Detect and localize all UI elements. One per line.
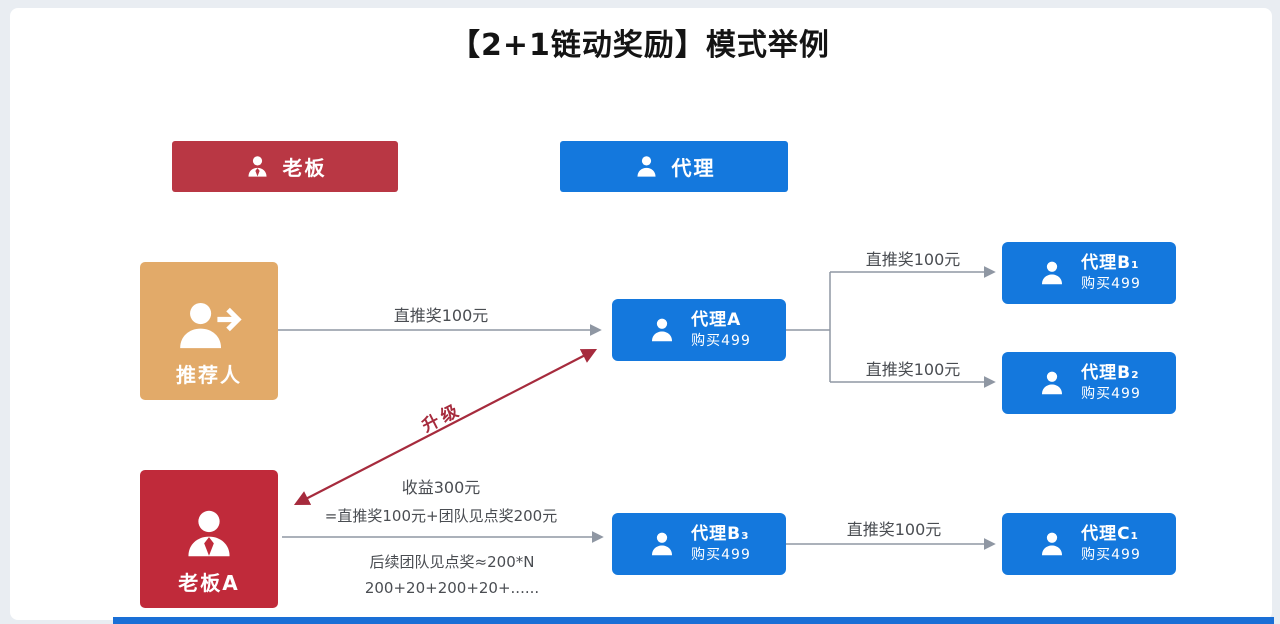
node-agent-a-title: 代理A (691, 309, 742, 330)
node-agent-b2: 代理B₂ 购买499 (1002, 352, 1176, 414)
boss-icon (178, 505, 240, 563)
node-agent-b1: 代理B₁ 购买499 (1002, 242, 1176, 304)
node-agent-a-subtitle: 购买499 (691, 332, 751, 349)
diagram-title: 【2+1链动奖励】模式举例 (450, 28, 830, 63)
node-agent-c1-title: 代理C₁ (1081, 523, 1140, 544)
edge-label-boss-income-1: 收益300元 (401, 478, 481, 497)
node-boss-a-label: 老板A (178, 571, 240, 595)
boss-icon (244, 153, 271, 180)
legend-boss-label: 老板 (282, 156, 327, 180)
node-agent-c1-subtitle: 购买499 (1081, 546, 1141, 563)
agent-icon (1037, 529, 1067, 559)
node-agent-b3-title: 代理B₃ (691, 523, 750, 544)
referrer-icon (173, 297, 245, 355)
legend-agent-label: 代理 (671, 156, 716, 180)
agent-icon (1037, 368, 1067, 398)
node-agent-c1: 代理C₁ 购买499 (1002, 513, 1176, 575)
edge-label-boss-followup-2: 200+20+200+20+...... (364, 579, 540, 597)
node-agent-b2-title: 代理B₂ (1081, 362, 1140, 383)
bottom-blue-bar (113, 617, 1274, 624)
agent-icon (647, 315, 677, 345)
node-agent-b3-subtitle: 购买499 (691, 546, 751, 563)
agent-icon (1037, 258, 1067, 288)
edge-label-agent-a-to-b2: 直推奖100元 (865, 360, 961, 379)
edge-label-boss-income-2: =直推奖100元+团队见点奖200元 (324, 507, 558, 525)
legend-agent: 代理 (560, 141, 788, 192)
edge-label-b3-to-c1: 直推奖100元 (846, 520, 942, 539)
node-agent-b3: 代理B₃ 购买499 (612, 513, 786, 575)
edge-label-referrer-to-agent-a: 直推奖100元 (393, 306, 489, 325)
node-referrer-label: 推荐人 (176, 363, 242, 387)
node-agent-a: 代理A 购买499 (612, 299, 786, 361)
agent-icon (633, 153, 660, 180)
edge-label-boss-followup-1: 后续团队见点奖≈200*N (369, 553, 535, 571)
node-boss-a: 老板A (140, 470, 278, 608)
edge-label-agent-a-to-b1: 直推奖100元 (865, 250, 961, 269)
node-agent-b1-subtitle: 购买499 (1081, 275, 1141, 292)
legend-boss: 老板 (172, 141, 398, 192)
node-agent-b1-title: 代理B₁ (1081, 252, 1140, 273)
node-agent-b2-subtitle: 购买499 (1081, 385, 1141, 402)
agent-icon (647, 529, 677, 559)
node-referrer: 推荐人 (140, 262, 278, 400)
